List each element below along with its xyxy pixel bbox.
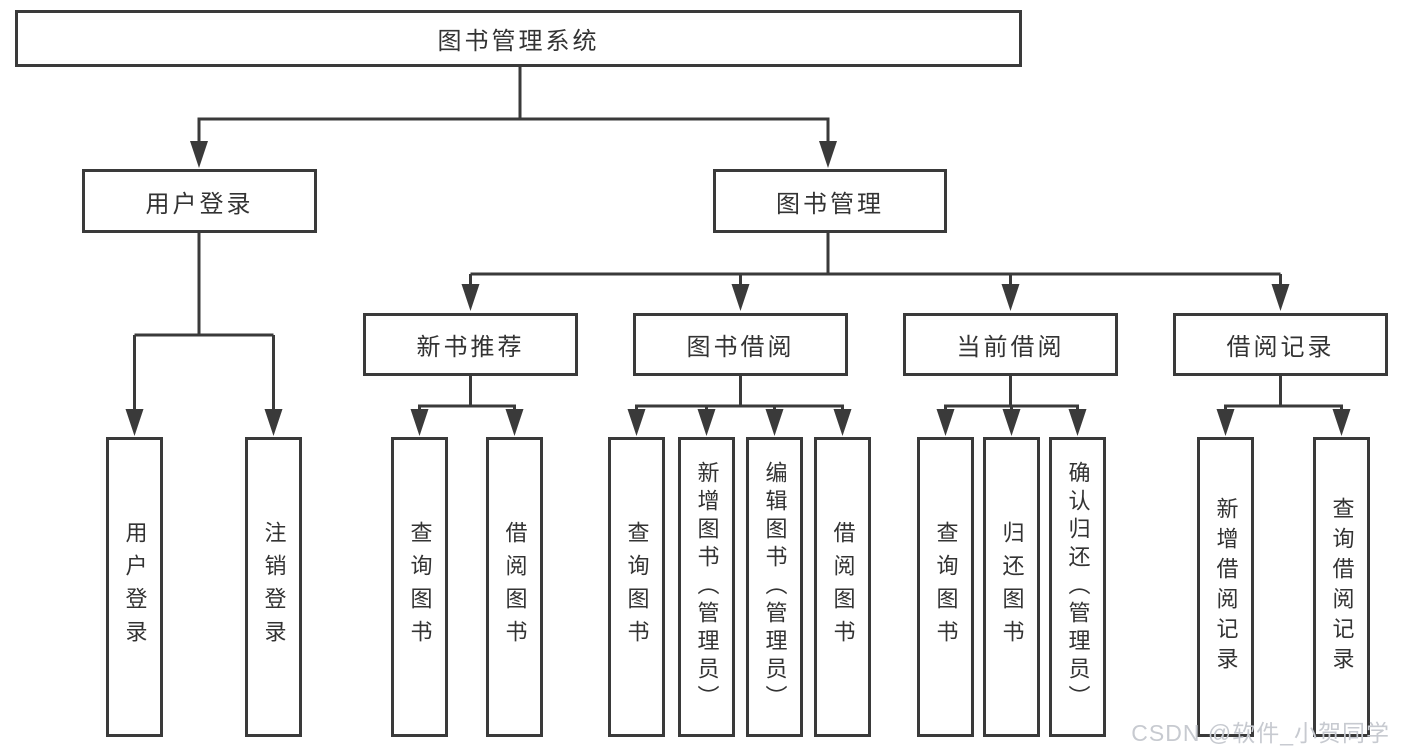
node-new-book-recommend: 新书推荐 (363, 313, 578, 376)
leaf-borrow-books-1: 借阅图书 (486, 437, 543, 737)
leaf-borrow-books-2: 借阅图书 (814, 437, 871, 737)
leaf-return-books: 归还图书 (983, 437, 1040, 737)
leaf-query-books-1: 查询图书 (391, 437, 448, 737)
leaf-add-books-admin: 新增图书（管理员） (678, 437, 735, 737)
node-library-system: 图书管理系统 (15, 10, 1022, 67)
leaf-user-login: 用户登录 (106, 437, 163, 737)
leaf-add-borrow-record: 新增借阅记录 (1197, 437, 1254, 737)
node-borrowing-records: 借阅记录 (1173, 313, 1388, 376)
leaf-logout: 注销登录 (245, 437, 302, 737)
node-current-borrowing: 当前借阅 (903, 313, 1118, 376)
leaf-query-borrow-record: 查询借阅记录 (1313, 437, 1370, 737)
leaf-edit-books-admin: 编辑图书（管理员） (746, 437, 803, 737)
leaf-query-books-3: 查询图书 (917, 437, 974, 737)
node-user-login: 用户登录 (82, 169, 317, 233)
arrowheads (125, 141, 1351, 436)
csdn-watermark: CSDN @软件_小贺同学 (1131, 720, 1390, 746)
leaf-confirm-return-admin: 确认归还（管理员） (1049, 437, 1106, 737)
node-book-management: 图书管理 (713, 169, 947, 233)
leaf-query-books-2: 查询图书 (608, 437, 665, 737)
node-book-borrowing: 图书借阅 (633, 313, 848, 376)
